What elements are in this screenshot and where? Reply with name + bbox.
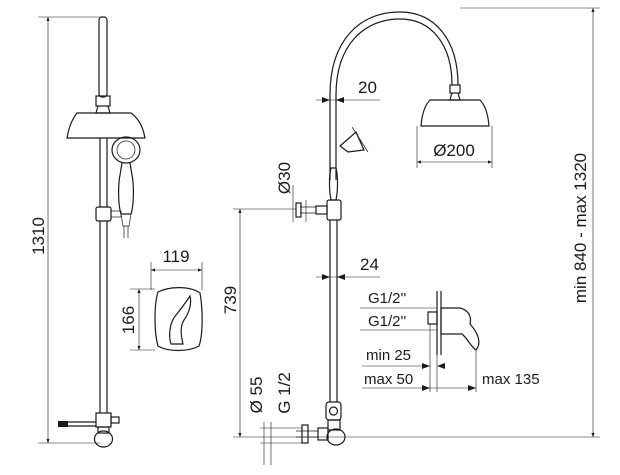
hand-shower xyxy=(111,136,141,164)
shower-head-side xyxy=(420,99,490,127)
control-plate-view: 119 166 xyxy=(119,247,203,352)
pipe-offset-label: 20 xyxy=(358,78,377,97)
control-plate xyxy=(154,287,203,352)
riser-arch-inner xyxy=(335,18,453,180)
min-depth-label: min 25 xyxy=(366,347,411,364)
thread-a-label: G1/2'' xyxy=(368,290,406,307)
outlet-thread-label: G 1/2 xyxy=(275,372,294,414)
concealed-mixer-side: G1/2'' G1/2'' min 25 max 50 max 135 xyxy=(360,290,540,392)
outlet-diameter-label: Ø 55 xyxy=(247,377,266,414)
front-view: 1310 xyxy=(29,16,146,448)
max-depth-label: max 50 xyxy=(364,371,413,388)
total-height-label: 1310 xyxy=(29,217,48,255)
height-739-label: 739 xyxy=(221,286,240,314)
plate-height-label: 166 xyxy=(119,306,138,334)
arm-diameter-label: Ø30 xyxy=(275,162,294,194)
side-view: Ø200 20 Ø30 739 24 xyxy=(221,7,600,465)
pipe-width-label: 24 xyxy=(360,255,379,274)
shower-head-front xyxy=(66,112,146,139)
max-projection-label: max 135 xyxy=(482,371,540,388)
mixer-lever xyxy=(169,294,192,345)
plate-width-label: 119 xyxy=(162,247,189,266)
thread-b-label: G1/2'' xyxy=(368,313,406,330)
riser-arch-outer xyxy=(329,11,459,180)
head-diameter-label: Ø200 xyxy=(433,141,475,160)
hand-shower-side xyxy=(339,131,365,153)
dimension-total-height: 1310 xyxy=(29,16,100,444)
height-range-label: min 840 - max 1320 xyxy=(571,153,590,303)
